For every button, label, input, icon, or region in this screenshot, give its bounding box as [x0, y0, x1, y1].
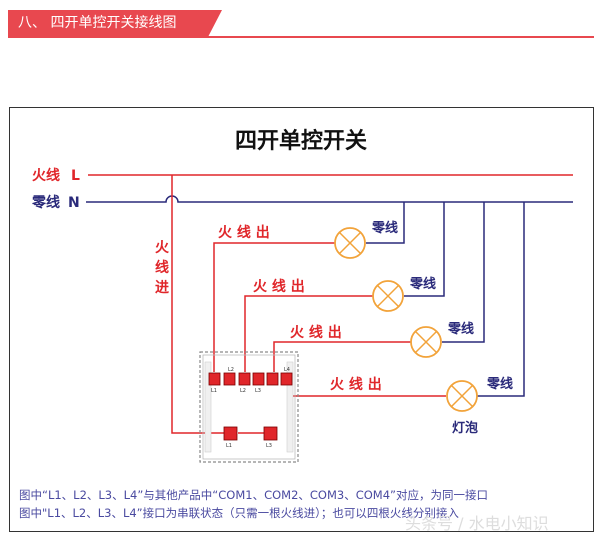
live-out-label-3: 火 线 出 — [290, 324, 342, 341]
neutral-label: 零线 — [31, 194, 60, 211]
terminal-top-5 — [266, 372, 279, 386]
terminal-label-bottom-l1: L1 — [226, 443, 232, 449]
live-out-wire-1 — [213, 242, 335, 372]
terminal-label-small-l3: L3 — [255, 388, 261, 394]
terminal-top-2 — [223, 372, 236, 386]
lamp-3 — [410, 326, 442, 358]
watermark: 头条号 / 水电小知识 — [405, 514, 549, 533]
neutral-letter: N — [68, 195, 80, 211]
terminal-label-bottom-l3: L3 — [266, 443, 272, 449]
section-underline — [8, 36, 594, 38]
lamp-neutral-label-4: 零线 — [486, 376, 513, 392]
lamp-label: 灯泡 — [452, 420, 478, 436]
terminal-top-3 — [238, 372, 251, 386]
terminal-bottom-2 — [263, 426, 278, 441]
lamp-neutral-wire-4 — [477, 202, 525, 397]
section-header-tail — [208, 10, 222, 37]
terminal-label-top-l4: L4 — [284, 367, 290, 373]
lamp-4 — [446, 380, 478, 412]
diagram-frame — [9, 107, 594, 532]
lamp-neutral-wire-3 — [442, 202, 485, 343]
terminal-bottom-1 — [223, 426, 238, 441]
lamp-neutral-label-3: 零线 — [447, 321, 474, 337]
live-label: 火线 — [32, 167, 60, 184]
terminal-label-small-l1: L1 — [211, 388, 217, 394]
lamp-1 — [334, 227, 366, 259]
live-out-label-4: 火 线 出 — [330, 376, 382, 393]
live-out-wire-3 — [273, 341, 411, 372]
live-in-label-3: 进 — [155, 280, 169, 296]
section-header: 八、 四开单控开关接线图 — [8, 10, 208, 37]
section-title: 八、 四开单控开关接线图 — [18, 15, 177, 31]
live-out-wire-2 — [244, 295, 373, 372]
terminal-label-small-l2: L2 — [240, 388, 246, 394]
terminal-top-4 — [252, 372, 265, 386]
live-out-label-2: 火 线 出 — [253, 278, 305, 295]
live-in-wire — [171, 175, 224, 434]
terminal-top-6 — [280, 372, 293, 386]
neutral-wire — [86, 195, 573, 203]
lamp-neutral-label-1: 零线 — [371, 220, 398, 236]
lamp-neutral-wire-1 — [366, 202, 405, 244]
diagram-title: 四开单控开关 — [235, 128, 367, 154]
lamp-neutral-label-2: 零线 — [409, 276, 436, 292]
live-in-label-1: 火 — [155, 240, 170, 256]
terminal-top-1 — [208, 372, 221, 386]
live-in-label-2: 线 — [155, 259, 169, 276]
lamp-neutral-wire-2 — [404, 202, 445, 297]
lamp-2 — [372, 280, 404, 312]
live-out-label-1: 火 线 出 — [218, 224, 270, 241]
four-gang-switch: L2 L4 L1 L2 L3 L1 L3 — [199, 351, 299, 463]
live-letter: L — [71, 168, 80, 184]
caption-line-2: 图中"L1、L2、L3、L4”接口为串联状态（只需一根火线进）；也可以四根火线分… — [19, 506, 459, 520]
terminal-label-top-l2: L2 — [228, 367, 234, 373]
caption-line-1: 图中“L1、L2、L3、L4”与其他产品中“COM1、COM2、COM3、COM… — [19, 488, 489, 502]
